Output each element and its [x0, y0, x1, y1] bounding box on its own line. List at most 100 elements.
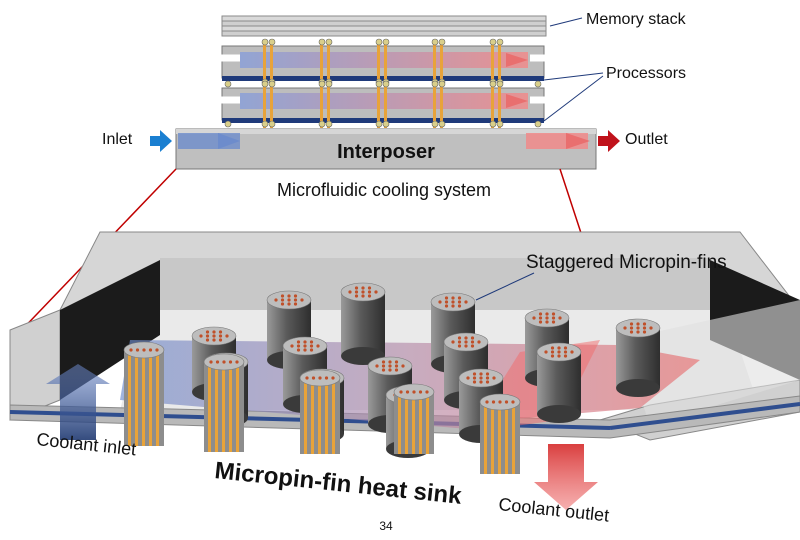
tsv-dot [479, 376, 483, 380]
micropin-fin [536, 342, 582, 423]
tsv-dot [205, 334, 210, 338]
tsv-dot [623, 326, 627, 330]
tsv-dot [636, 326, 640, 330]
tsv-dot [470, 340, 475, 344]
outlet-label: Outlet [625, 131, 668, 148]
tsv-dot [212, 330, 216, 334]
tsv-dot [451, 296, 455, 300]
tsv-dot [309, 348, 314, 352]
tsv-dot [557, 350, 561, 354]
tsv-dot [381, 364, 386, 368]
tsv-dot [361, 286, 365, 290]
tsv-dot [563, 354, 568, 358]
tsv-dot [457, 304, 462, 308]
tsv-dot [388, 368, 392, 372]
tsv-dot [280, 294, 285, 298]
tsv-dot [290, 344, 294, 348]
tsv-dot [472, 380, 477, 384]
solder-bump [534, 120, 542, 128]
tsv-dot [354, 294, 359, 298]
tsv-dot [457, 344, 462, 348]
tsv-dot [457, 296, 462, 300]
tsv-dot [466, 376, 470, 380]
tsv-dot [444, 300, 449, 304]
tsv-dot [218, 330, 223, 334]
fluid-path-right [530, 54, 560, 132]
tsv-dot [388, 364, 392, 368]
tsv-dot [642, 330, 647, 334]
tsv-dot [485, 380, 490, 384]
tsv-dot [485, 376, 490, 380]
tsv-dot [354, 286, 359, 290]
micropin-fin [615, 318, 661, 397]
tsv-dot [361, 294, 365, 298]
tsv-dot [464, 344, 468, 348]
tsv-dot [444, 304, 449, 308]
solder-bump [224, 120, 232, 128]
tsv-dot [374, 290, 378, 294]
tsv-dot [212, 338, 216, 342]
tsv-dot [485, 372, 490, 376]
through-silicon-vias [224, 38, 542, 128]
tsv-dot [205, 330, 210, 334]
system-caption: Microfluidic cooling system [277, 180, 491, 200]
tsv-dot [280, 302, 285, 306]
coolant-outlet-arrow [534, 444, 598, 510]
tsv-column [489, 38, 504, 128]
solder-bump [534, 80, 542, 88]
outlet-arrow-icon [598, 130, 620, 152]
tsv-dot [348, 290, 352, 294]
tsv-dot [354, 290, 359, 294]
fluid-path-left [208, 54, 240, 132]
tsv-dot [212, 334, 216, 338]
coolant-inlet-label: Coolant inlet [36, 429, 138, 459]
tsv-dot [303, 340, 307, 344]
processor-tier-upper [221, 45, 545, 81]
tsv-dot [629, 322, 634, 326]
tsv-dot [367, 294, 372, 298]
tsv-dot [532, 316, 536, 320]
solder-bump [224, 80, 232, 88]
tsv-dot [287, 302, 291, 306]
staggered-fins-leader [475, 272, 535, 301]
tsv-dot [296, 348, 301, 352]
tsv-dot [367, 286, 372, 290]
tier-flow-arrow-lower [506, 94, 528, 108]
tsv-dot [401, 364, 405, 368]
tsv-dot [629, 330, 634, 334]
coolant-inlet-arrow [46, 364, 110, 440]
tsv-dot [287, 294, 291, 298]
tsv-dot [550, 346, 555, 350]
tsv-dot [303, 344, 307, 348]
staggered-fins-label: Staggered Micropin-fins [526, 252, 727, 273]
tsv-dot [538, 316, 543, 320]
tsv-dot [300, 298, 304, 302]
tsv-dot [225, 334, 229, 338]
tsv-dot [550, 354, 555, 358]
tsv-dot [205, 338, 210, 342]
processors-leader-upper [543, 72, 604, 81]
tsv-dot [199, 334, 203, 338]
tsv-column [431, 38, 446, 128]
tsv-dot [492, 376, 496, 380]
tsv-dot [558, 316, 562, 320]
tsv-dot [464, 340, 468, 344]
tsv-dot [388, 360, 392, 364]
tsv-dot [472, 372, 477, 376]
tsv-dot [642, 322, 647, 326]
micropin-fin [340, 282, 386, 365]
tier-flow-arrow-upper [506, 53, 528, 67]
tsv-dot [551, 320, 556, 324]
tsv-dot [649, 326, 653, 330]
tsv-dot [394, 364, 399, 368]
tsv-dot [464, 336, 468, 340]
tsv-dot [218, 338, 223, 342]
tsv-dot [550, 350, 555, 354]
tsv-dot [636, 322, 640, 326]
tsv-dot [470, 336, 475, 340]
tsv-dot [293, 294, 298, 298]
tsv-dot [375, 364, 379, 368]
tsv-dot [563, 346, 568, 350]
